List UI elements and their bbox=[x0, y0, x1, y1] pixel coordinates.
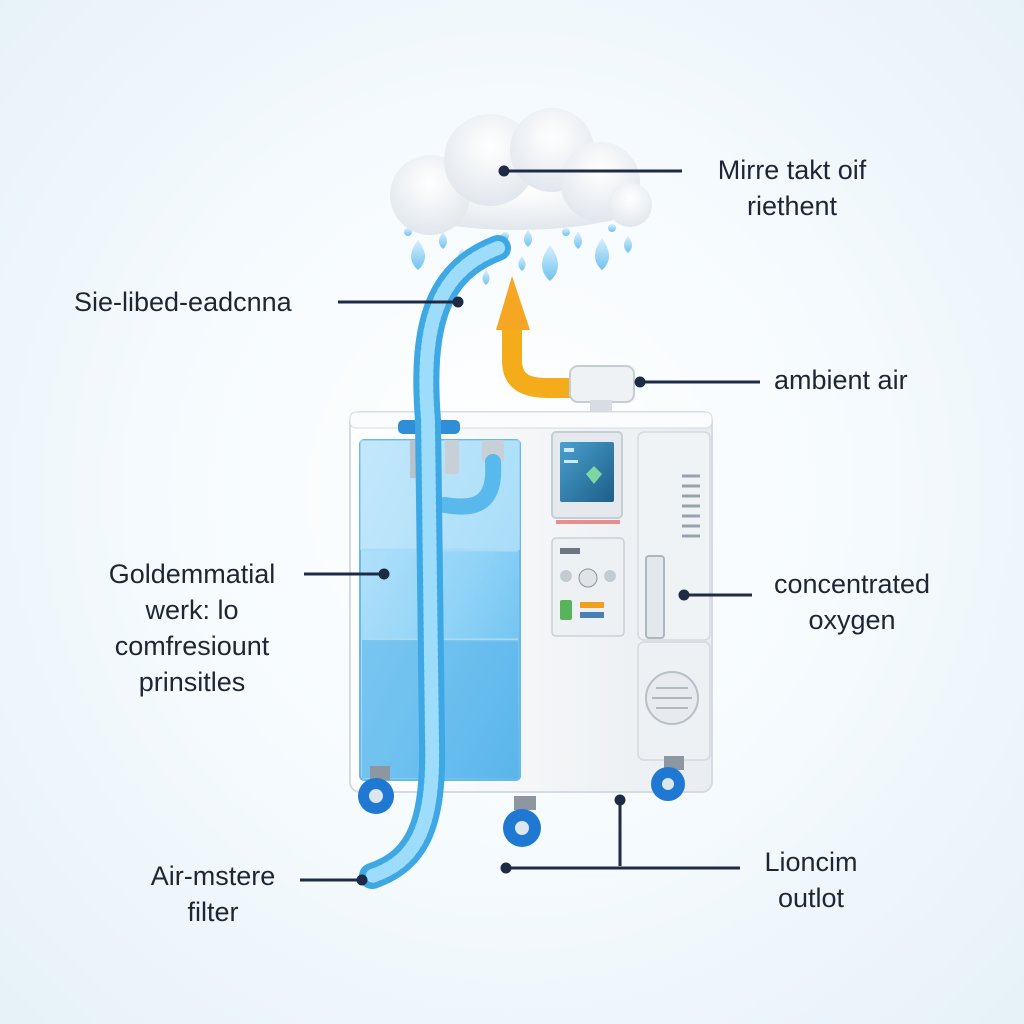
caster-wheels bbox=[358, 756, 685, 847]
control-panel bbox=[551, 537, 625, 637]
label-hose-line1: Sie-libed-eadcnna bbox=[74, 287, 292, 317]
label-tank-line4: prinsitles bbox=[138, 667, 246, 697]
main-hose bbox=[359, 235, 511, 889]
label-filter-line1: Air-mstere bbox=[150, 861, 276, 891]
label-cloud-line1: Mirre takt oif bbox=[717, 155, 867, 185]
label-tank-line3: comfresiount bbox=[114, 631, 270, 661]
label-ambient-air: ambient air bbox=[774, 362, 908, 398]
display-screen bbox=[551, 431, 623, 524]
label-oxygen: concentrated oxygen bbox=[752, 566, 952, 638]
leader-lines bbox=[300, 165, 760, 886]
label-oxygen-line2: oxygen bbox=[808, 605, 896, 635]
label-outlet: Lioncim outlot bbox=[736, 844, 886, 916]
label-tank: Goldemmatial werk: lo comfresiount prins… bbox=[86, 556, 298, 700]
label-outlet-line1: Lioncim bbox=[764, 847, 858, 877]
label-filter-line2: filter bbox=[187, 897, 239, 927]
label-cloud-line2: riethent bbox=[746, 191, 838, 221]
inner-hose bbox=[437, 454, 502, 515]
wheel-icon bbox=[651, 756, 685, 801]
label-filter: Air-mstere filter bbox=[128, 858, 298, 930]
label-hose: Sie-libed-eadcnna bbox=[74, 284, 292, 320]
label-tank-line2: werk: lo bbox=[145, 595, 239, 625]
side-vent-icon bbox=[682, 474, 700, 538]
ambient-air-nozzle bbox=[496, 276, 635, 412]
label-ambient-line1: ambient air bbox=[774, 365, 908, 395]
oxygen-port bbox=[645, 555, 665, 639]
label-tank-line1: Goldemmatial bbox=[108, 559, 276, 589]
label-oxygen-line1: concentrated bbox=[773, 569, 931, 599]
wheel-icon bbox=[358, 766, 394, 814]
label-outlet-line2: outlot bbox=[777, 883, 845, 913]
label-cloud: Mirre takt oif riethent bbox=[692, 152, 892, 224]
wheel-icon bbox=[503, 796, 541, 847]
speaker-grille-icon bbox=[645, 671, 699, 725]
